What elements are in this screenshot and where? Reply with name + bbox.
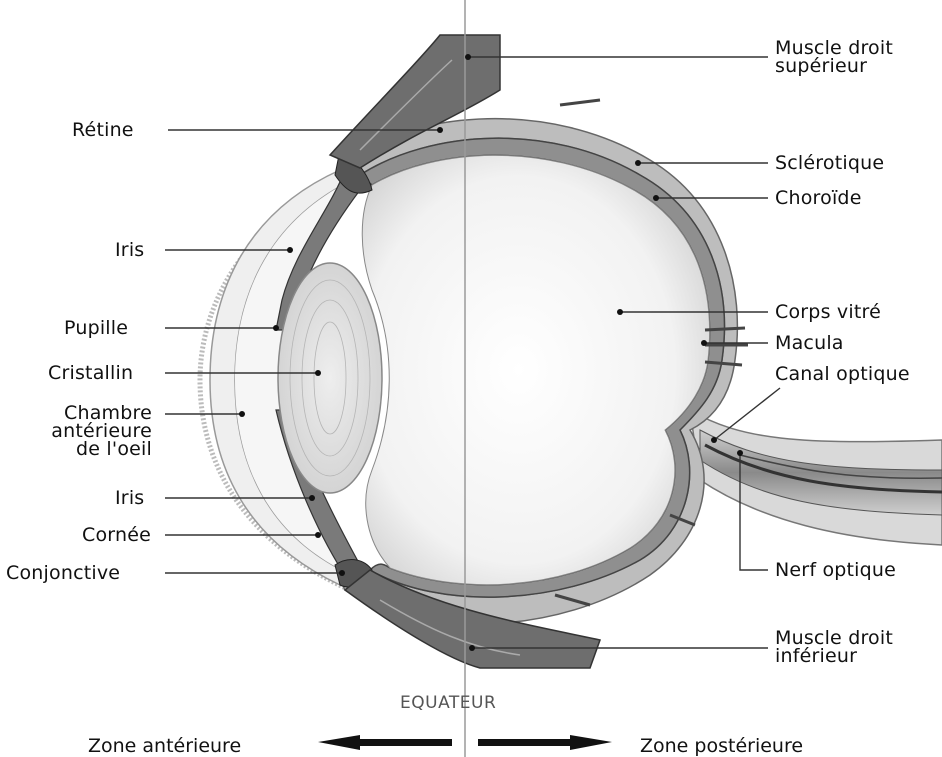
- label-chambre: Chambre antérieure de l'oeil: [12, 403, 152, 460]
- zone-posterior-label: Zone postérieure: [640, 735, 803, 757]
- crystalline-lens: [278, 263, 382, 493]
- label-choroide: Choroïde: [775, 188, 862, 209]
- label-retine: Rétine: [72, 120, 134, 141]
- label-macula: Macula: [775, 333, 844, 354]
- label-chambre-line-3: de l'oeil: [12, 439, 152, 460]
- label-muscle-inf-line-2: inférieur: [775, 646, 893, 667]
- label-muscle-sup-line-2: supérieur: [775, 56, 893, 77]
- arrow-left-icon: [318, 735, 452, 750]
- equator-label: EQUATEUR: [400, 693, 496, 713]
- label-nerf-optique: Nerf optique: [775, 560, 896, 581]
- vitreous-body: [362, 155, 709, 584]
- label-iris-top: Iris: [115, 240, 144, 261]
- label-cristallin: Cristallin: [48, 363, 133, 384]
- label-muscle-sup: Muscle droit supérieur: [775, 38, 893, 77]
- label-cornee: Cornée: [82, 525, 151, 546]
- arrow-right-icon: [478, 735, 612, 750]
- optic-nerve: [690, 410, 942, 545]
- label-canal-optique: Canal optique: [775, 364, 910, 385]
- label-corps-vitre: Corps vitré: [775, 302, 881, 323]
- zone-anterior-label: Zone antérieure: [88, 735, 241, 757]
- label-pupille: Pupille: [64, 318, 128, 339]
- label-conjonctive: Conjonctive: [6, 563, 120, 584]
- label-muscle-inf: Muscle droit inférieur: [775, 628, 893, 667]
- label-sclerotique: Sclérotique: [775, 153, 884, 174]
- label-iris-bottom: Iris: [115, 488, 144, 509]
